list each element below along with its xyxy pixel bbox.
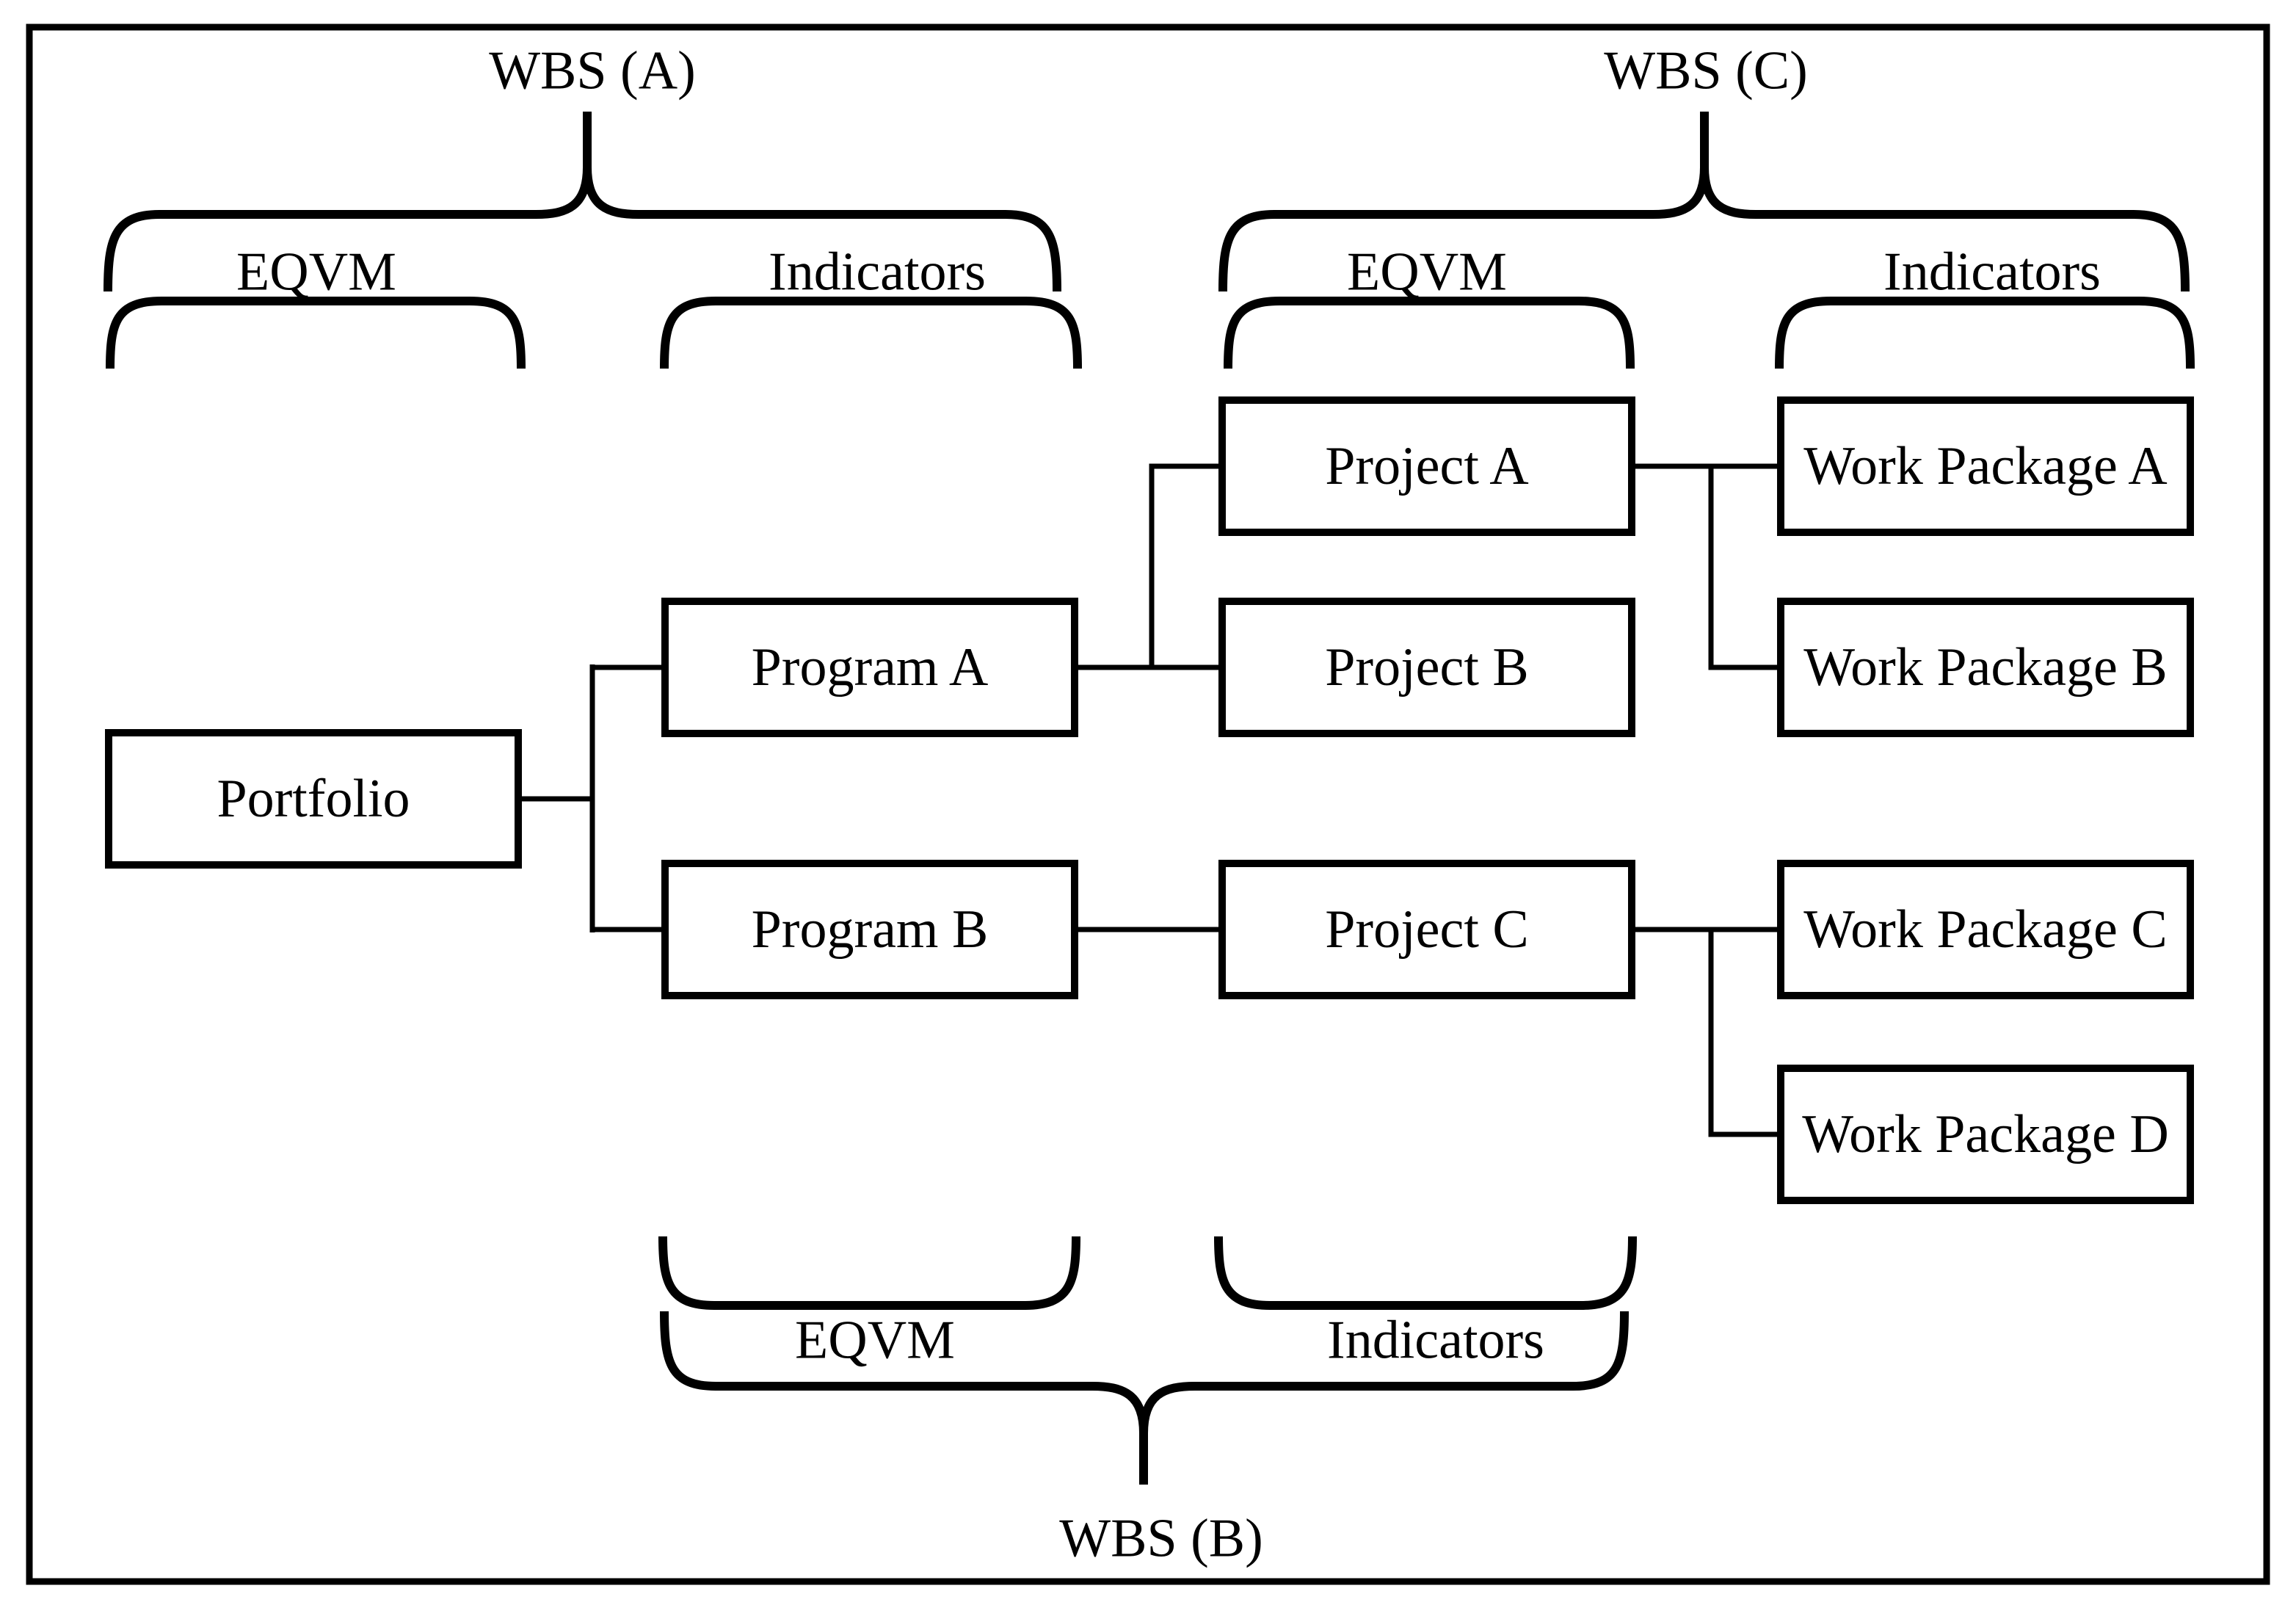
label-wbs-c: WBS (C) [1604,40,1808,101]
brace-eqvm-c [1224,297,1635,369]
label-indicators-c: Indicators [1883,242,2101,302]
connector-project-c-wp-d [1708,930,1777,1137]
connector-group [522,463,1777,1137]
outer-border [26,23,2270,1585]
connector-program-a-project-a [1149,463,1218,667]
node-project-a: Project A [1218,396,1635,536]
label-eqvm-b: EQVM [795,1310,955,1371]
brace-eqvm-a [106,297,526,369]
node-work-package-b: Work Package B [1777,598,2194,737]
node-project-c: Project C [1218,860,1635,999]
node-work-package-a: Work Package A [1777,396,2194,536]
brace-indicators-c [1775,297,2195,369]
brace-wbs-a [103,112,1061,292]
node-work-package-d: Work Package D [1777,1065,2194,1204]
label-indicators-a: Indicators [769,242,986,302]
brace-indicators-b [1214,1236,1637,1310]
label-eqvm-a: EQVM [236,242,396,302]
node-portfolio: Portfolio [105,729,522,869]
brace-indicators-a [660,297,1082,369]
label-wbs-a: WBS (A) [489,40,696,101]
node-program-b: Program B [661,860,1078,999]
node-project-b: Project B [1218,598,1635,737]
label-wbs-b: WBS (B) [1059,1508,1263,1569]
label-indicators-b: Indicators [1327,1310,1544,1371]
brace-group [103,112,2195,1485]
node-program-a: Program A [661,598,1078,737]
brace-wbs-b [660,1311,1629,1485]
connector-project-a-wp-b [1708,466,1777,670]
node-work-package-c: Work Package C [1777,860,2194,999]
label-eqvm-c: EQVM [1347,242,1507,302]
brace-wbs-c [1218,112,2190,292]
brace-eqvm-b [658,1236,1080,1310]
